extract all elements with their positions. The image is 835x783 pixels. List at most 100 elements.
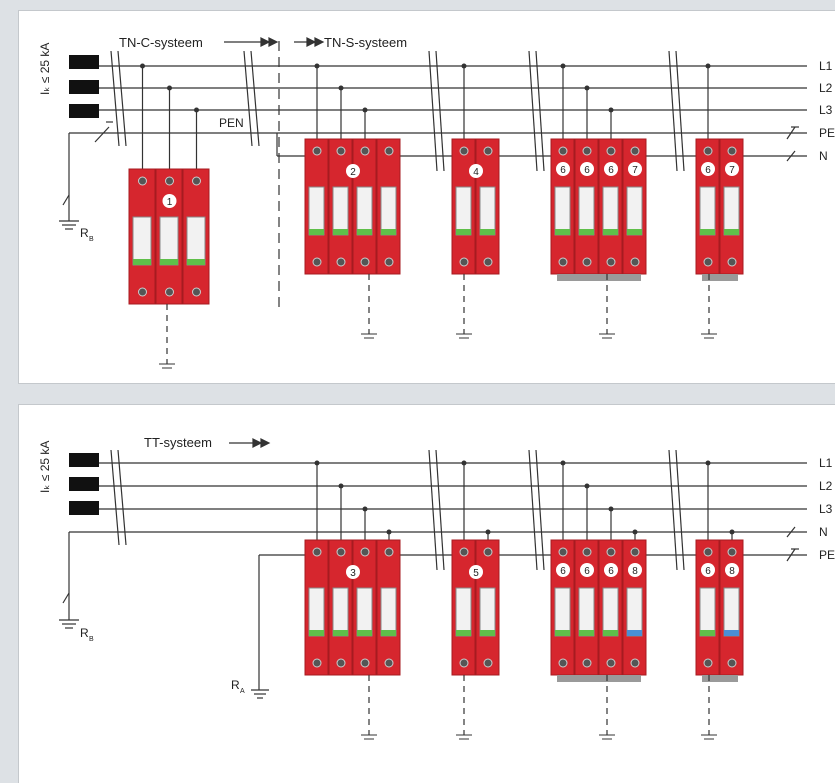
line-label: N <box>819 149 828 163</box>
line-labels-top: L1 L2 L3 PE N <box>819 59 835 163</box>
source-winding-l2 <box>69 80 99 94</box>
terminal-screw <box>703 257 713 267</box>
spd-module: 1 <box>128 63 210 369</box>
label-window <box>479 186 496 236</box>
terminal-screw <box>582 257 592 267</box>
junction-dot <box>632 529 638 535</box>
terminal-screw <box>384 658 394 668</box>
label-window <box>356 186 373 236</box>
label-window <box>332 587 349 637</box>
rb-subscript: B <box>89 236 94 243</box>
terminal-screw <box>138 176 147 186</box>
terminal-screw <box>192 287 201 297</box>
break-marks <box>110 449 685 571</box>
status-window <box>480 630 495 636</box>
pole-number: 6 <box>608 566 614 577</box>
tt-label: TT-systeem <box>144 435 212 450</box>
status-window <box>724 229 739 235</box>
module-number: 4 <box>473 167 479 178</box>
label-window <box>626 587 643 637</box>
status-window <box>456 229 471 235</box>
status-window <box>627 630 642 636</box>
label-window <box>380 587 397 637</box>
pole-number: 6 <box>560 165 566 176</box>
tt-system-diagram: Iₖ ≤ 25 kA TT-systeem R B R A L1 L2 L3 N… <box>38 435 835 740</box>
line-label: L2 <box>819 81 833 95</box>
label-window <box>602 186 619 236</box>
pole-number: 8 <box>729 566 735 577</box>
break-marks <box>110 50 685 172</box>
label-window <box>356 587 373 637</box>
label-window <box>455 186 472 236</box>
status-window <box>627 229 642 235</box>
terminal-screw <box>606 146 616 156</box>
terminal-screw <box>336 547 346 557</box>
pole-number: 7 <box>729 165 735 176</box>
rb-label: R <box>80 226 89 240</box>
pole-number: 8 <box>632 566 638 577</box>
tn-system-panel: Iₖ ≤ 25 kA TN-C-systeem TN-S-systeem PEN… <box>18 10 835 384</box>
pole-number-badge <box>725 563 739 577</box>
junction-dot <box>560 63 566 69</box>
junction-dot <box>584 85 590 91</box>
status-window <box>309 229 324 235</box>
pole-number-badge <box>628 563 642 577</box>
tn-c-label: TN-C-systeem <box>119 35 203 50</box>
spd-module: 5 <box>451 460 500 740</box>
spd-module: 3 <box>304 460 401 740</box>
junction-dot <box>485 529 491 535</box>
terminal-screw <box>582 547 592 557</box>
line-label: PE <box>819 126 835 140</box>
terminal-screw <box>483 658 493 668</box>
terminal-screw <box>703 547 713 557</box>
pole-number-badge <box>725 162 739 176</box>
source-earth-tick <box>62 194 70 206</box>
terminal-screw <box>384 547 394 557</box>
status-window <box>333 229 348 235</box>
module-number: 5 <box>473 568 479 579</box>
label-window <box>554 587 571 637</box>
status-window <box>555 630 570 636</box>
junction-dot <box>140 63 145 69</box>
label-window <box>554 186 571 236</box>
terminal-screw <box>459 257 469 267</box>
line-label: L3 <box>819 502 833 516</box>
spd-module: 2 <box>304 63 401 339</box>
status-window <box>603 229 618 235</box>
pole-number: 6 <box>705 165 711 176</box>
terminal-screw <box>192 176 201 186</box>
fault-current-label: Iₖ ≤ 25 kA <box>38 43 52 95</box>
junction-dot <box>560 460 566 466</box>
terminal-screw <box>630 257 640 267</box>
junction-dot <box>338 85 344 91</box>
pole-number-badge <box>604 162 618 176</box>
ra-subscript: A <box>240 688 245 695</box>
terminal-screw <box>312 257 322 267</box>
line-label: L1 <box>819 456 833 470</box>
label-window <box>602 587 619 637</box>
status-window <box>160 259 178 265</box>
junction-dot <box>705 460 711 466</box>
label-window <box>159 216 179 266</box>
module-number-badge <box>346 164 360 178</box>
status-window <box>456 630 471 636</box>
source-winding-l2 <box>69 477 99 491</box>
status-window <box>381 229 396 235</box>
busbar <box>702 675 738 682</box>
pole-number: 6 <box>584 566 590 577</box>
terminal-screw <box>459 547 469 557</box>
status-window <box>579 630 594 636</box>
terminal-screw <box>630 146 640 156</box>
terminal-screw <box>558 146 568 156</box>
label-window <box>723 186 740 236</box>
junction-dot <box>729 529 735 535</box>
junction-dot <box>461 63 467 69</box>
fault-current-label: Iₖ ≤ 25 kA <box>38 441 52 493</box>
terminal-screw <box>630 658 640 668</box>
rb-subscript: B <box>89 636 94 643</box>
line-label: N <box>819 525 828 539</box>
label-window <box>132 216 152 266</box>
